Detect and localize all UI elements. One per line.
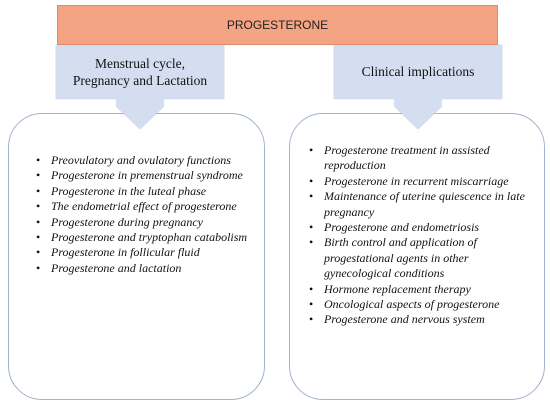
list-item: Progesterone in follicular fluid (33, 245, 251, 261)
list-item: Progesterone in recurrent miscarriage (306, 174, 534, 190)
list-item: Maintenance of uterine quiescence in lat… (306, 189, 534, 220)
list-item: Progesterone and nervous system (306, 312, 534, 328)
category-arrow-menstrual-cycle: Menstrual cycle, Pregnancy and Lactation (56, 45, 224, 129)
list-item: Progesterone and endometriosis (306, 220, 534, 236)
list-item: Progesterone and tryptophan catabolism (33, 230, 251, 246)
category-label: Menstrual cycle, Pregnancy and Lactation (72, 55, 208, 88)
list-item: The endometrial effect of progesterone (33, 199, 251, 215)
list-item: Progesterone in premenstrual syndrome (33, 168, 251, 184)
title-banner: PROGESTERONE (57, 5, 498, 45)
list-item: Progesterone and lactation (33, 261, 251, 277)
category-arrow-clinical-implications: Clinical implications (334, 45, 502, 129)
panel-menstrual-cycle: Preovulatory and ovulatory functions Pro… (8, 113, 265, 400)
list-item: Progesterone in the luteal phase (33, 184, 251, 200)
category-label: Clinical implications (361, 64, 475, 80)
title-text: PROGESTERONE (226, 18, 329, 32)
list-item: Hormone replacement therapy (306, 282, 534, 298)
list-item: Oncological aspects of progesterone (306, 297, 534, 313)
list-item: Birth control and application of progest… (306, 235, 534, 281)
list-item: Progesterone treatment in assisted repro… (306, 143, 534, 174)
bullet-list: Progesterone treatment in assisted repro… (306, 143, 534, 328)
panel-clinical-implications: Progesterone treatment in assisted repro… (289, 113, 545, 400)
list-item: Preovulatory and ovulatory functions (33, 153, 251, 169)
bullet-list: Preovulatory and ovulatory functions Pro… (33, 153, 251, 277)
list-item: Progesterone during pregnancy (33, 215, 251, 231)
